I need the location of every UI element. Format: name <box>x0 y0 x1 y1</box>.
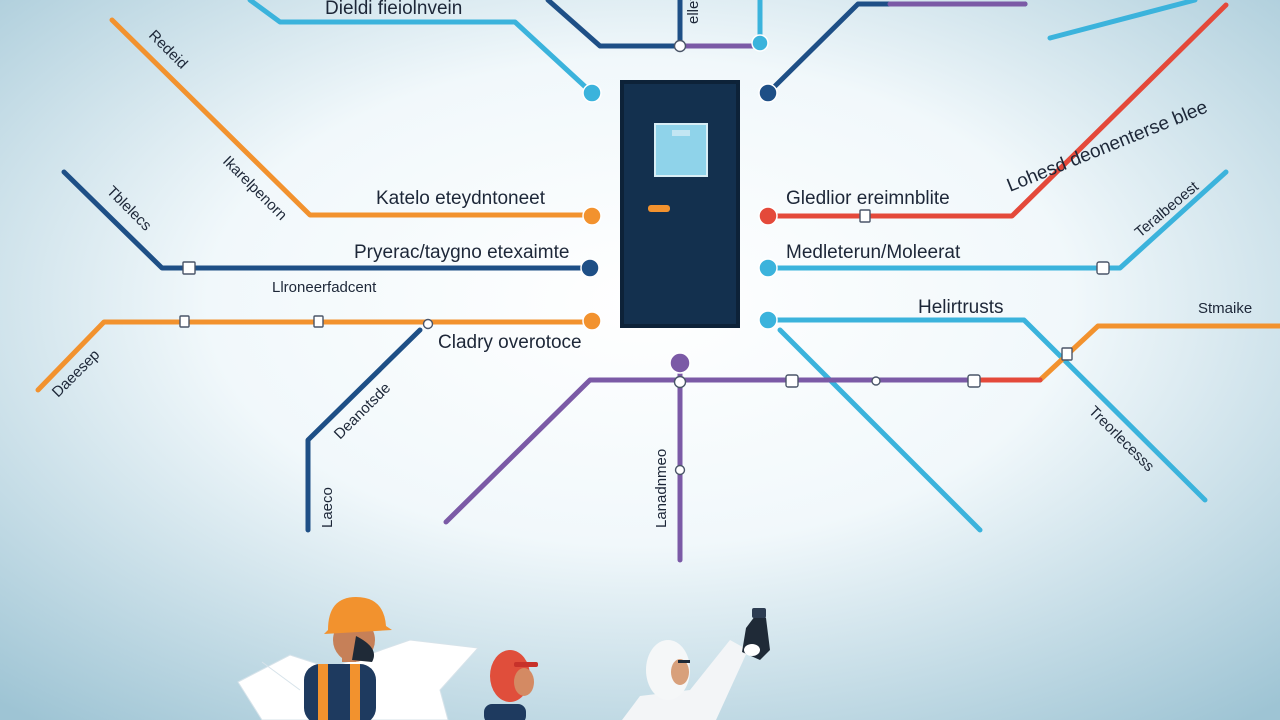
line-navy-lower-left <box>305 327 423 533</box>
line-cyan-diagonal-right <box>777 327 983 533</box>
label-top-center: Dieldi fieiolnvein <box>325 0 462 19</box>
station-interchange <box>674 464 686 476</box>
line-orange-right <box>1037 323 1280 383</box>
line-purple-cross <box>443 377 1043 525</box>
line-red-right <box>765 2 1229 219</box>
label-line-red-right: Gledlior ereimnblite <box>786 188 950 209</box>
station-interchange <box>871 376 881 386</box>
line-cyan-top-right <box>1047 0 1198 41</box>
label-left-lower-vertical: Laeco <box>319 487 336 528</box>
door <box>620 80 740 328</box>
station-terminal <box>758 83 778 103</box>
station-tick <box>967 374 981 388</box>
label-line-navy-left: Pryerac/taygno etexaimte <box>354 242 569 263</box>
label-right-edge: Stmaike <box>1198 300 1252 317</box>
station-tick <box>313 315 324 328</box>
hard-hat <box>324 597 392 634</box>
station-interchange <box>422 318 434 330</box>
station-tick <box>179 315 190 328</box>
line-navy-left <box>61 169 593 271</box>
label-line-orange-lower: Cladry overotoce <box>438 332 582 353</box>
label-line-cyan-lower: Helirtrusts <box>918 297 1004 318</box>
station-terminal <box>751 34 769 52</box>
line-cyan-lower-right <box>765 317 1208 503</box>
station-tick <box>182 261 196 275</box>
line-orange-left <box>109 17 595 218</box>
station-terminal <box>758 310 778 330</box>
station-interchange <box>673 375 687 389</box>
worker-white <box>622 608 770 720</box>
worker-redhair <box>484 650 538 720</box>
station-tick <box>1096 261 1110 275</box>
door-handle <box>648 205 670 212</box>
worker-hardhat <box>304 597 392 720</box>
workers-illustration <box>237 597 770 720</box>
label-line-orange-left: Katelo eteydntoneet <box>376 188 546 209</box>
label-top-mid-vertical: ellet <box>685 0 702 24</box>
station-terminal <box>758 206 778 226</box>
station-terminal <box>582 83 602 103</box>
station-interchange <box>673 39 687 53</box>
label-center-vertical: Lanadnmeo <box>653 449 670 528</box>
station-terminal <box>582 206 602 226</box>
station-terminal <box>758 258 778 278</box>
station-terminal <box>669 352 691 374</box>
station-terminal <box>582 311 602 331</box>
line-cyan-right <box>765 169 1229 271</box>
label-line-cyan-right: Medleterun/Moleerat <box>786 242 961 263</box>
line-cyan-top-left <box>247 0 595 96</box>
station-tick <box>785 374 799 388</box>
line-navy-top <box>545 0 683 49</box>
label-line-under-navy: Llroneerfadcent <box>272 279 377 296</box>
station-tick <box>859 209 871 223</box>
station-terminal <box>580 258 600 278</box>
station-tick <box>1061 347 1073 361</box>
